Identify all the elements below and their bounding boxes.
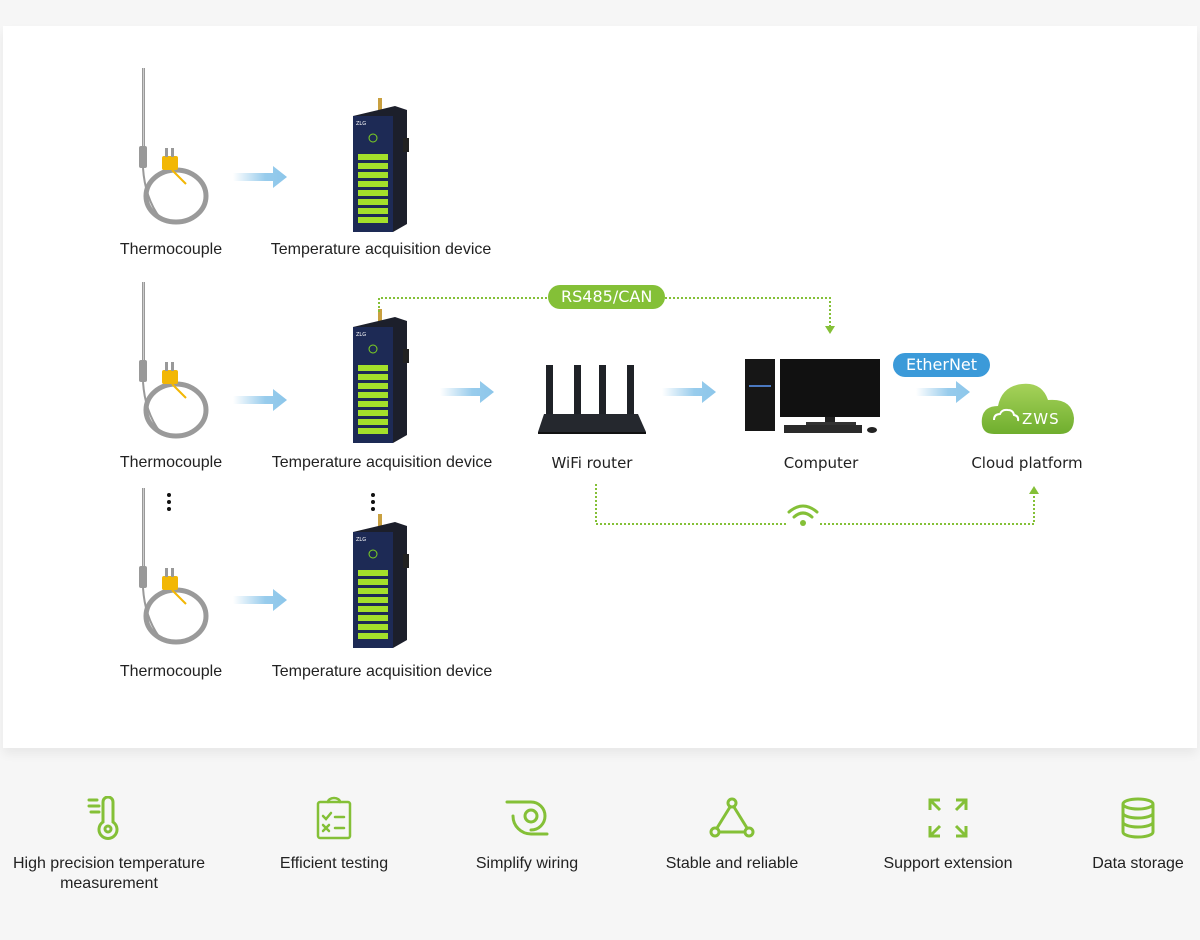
thermocouple-image <box>139 282 209 439</box>
computer-image <box>745 359 880 433</box>
feature-label: Simplify wiring <box>475 855 579 872</box>
feature-label: High precision temperature measurement <box>12 855 206 892</box>
svg-text:ZLG: ZLG <box>356 332 366 338</box>
feature-label: Efficient testing <box>279 855 389 872</box>
continuation-dots <box>371 493 375 514</box>
flow-arrow-icon <box>440 381 494 403</box>
network-triangle-icon <box>709 797 755 838</box>
checklist-icon <box>316 796 352 840</box>
feature-item: Support extension <box>838 796 1058 874</box>
wifi-router-image <box>538 365 646 434</box>
rs485-can-badge: RS485/CAN <box>548 285 666 309</box>
wifi-icon <box>786 503 820 529</box>
wiring-icon <box>505 800 549 836</box>
router-label: WiFi router <box>551 454 633 472</box>
thermocouple-image <box>139 68 209 225</box>
wifi-connection-line <box>595 484 1039 525</box>
feature-item: High precision temperature measurement <box>0 796 219 894</box>
rs485-connection-line <box>378 297 835 334</box>
device-label: Temperature acquisition device <box>271 454 493 471</box>
feature-item: Data storage <box>1028 796 1200 874</box>
ethernet-badge: EtherNet <box>893 353 991 377</box>
acquisition-device-image: ZLG <box>353 309 409 443</box>
continuation-dots <box>167 493 171 514</box>
svg-text:ZLG: ZLG <box>356 121 366 127</box>
feature-label: Data storage <box>1092 855 1184 872</box>
cloud-platform-image: ZWS <box>981 383 1074 434</box>
feature-item: Efficient testing <box>224 796 444 874</box>
feature-item: Stable and reliable <box>622 796 842 874</box>
acquisition-device-image: ZLG <box>353 514 409 648</box>
thermocouple-label: Thermocouple <box>119 241 223 258</box>
feature-item: Simplify wiring <box>417 796 637 874</box>
flow-arrow-icon <box>233 389 287 411</box>
acquisition-device-image: ZLG <box>353 98 409 232</box>
expand-icon <box>928 798 968 838</box>
device-label: Temperature acquisition device <box>270 241 492 258</box>
thermometer-icon <box>87 796 119 840</box>
feature-label: Stable and reliable <box>665 855 799 872</box>
flow-arrow-icon <box>233 166 287 188</box>
thermocouple-label: Thermocouple <box>119 454 223 471</box>
cloud-label: Cloud platform <box>971 454 1083 472</box>
cloud-logo-text: ZWS <box>1022 410 1060 428</box>
device-label: Temperature acquisition device <box>271 663 493 680</box>
flow-arrow-icon <box>233 589 287 611</box>
thermocouple-label: Thermocouple <box>119 663 223 680</box>
flow-arrow-icon <box>662 381 716 403</box>
database-icon <box>1121 797 1155 839</box>
feature-label: Support extension <box>883 855 1013 872</box>
thermocouple-image <box>139 488 209 645</box>
computer-label: Computer <box>783 454 859 472</box>
svg-text:ZLG: ZLG <box>356 537 366 543</box>
flow-arrow-icon <box>916 381 970 403</box>
